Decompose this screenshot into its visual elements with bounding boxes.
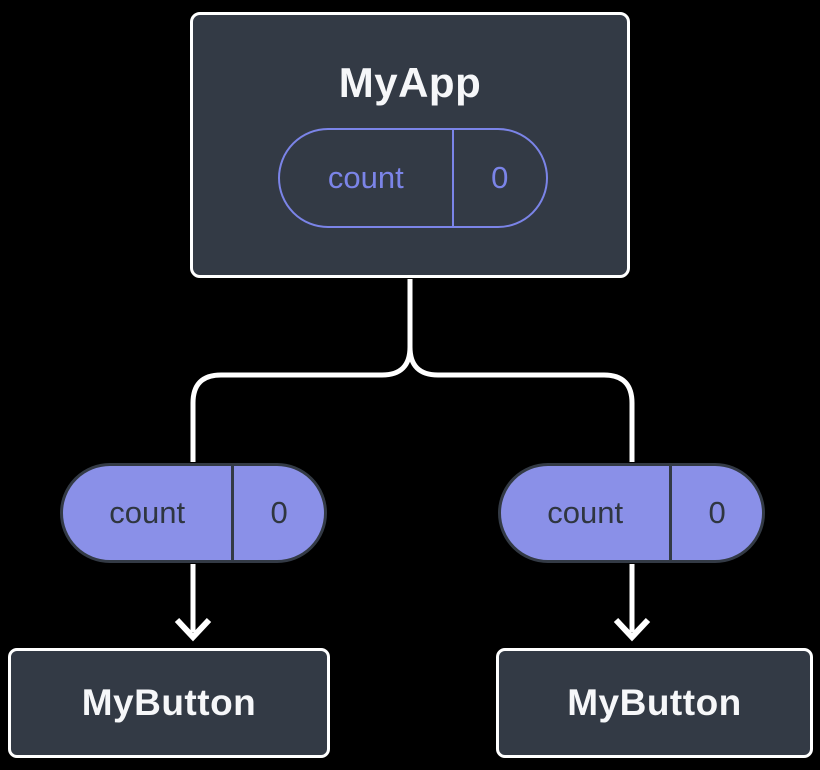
component-label: MyApp	[338, 59, 482, 106]
state-value: 0	[451, 130, 546, 226]
prop-name: count	[109, 495, 186, 530]
prop-pill-left: count 0	[60, 463, 327, 563]
component-node-mybutton-left: MyButton	[8, 648, 330, 758]
state-pill: count 0	[278, 128, 548, 228]
component-node-mybutton-right: MyButton	[496, 648, 813, 758]
component-label: MyButton	[81, 682, 257, 723]
prop-value: 0	[669, 466, 762, 560]
arrow-right-head-icon	[613, 617, 651, 642]
prop-name: count	[547, 495, 624, 530]
branch-left-line	[190, 346, 413, 462]
prop-value: 0	[231, 466, 324, 560]
arrow-left-head-icon	[174, 617, 212, 642]
component-label: MyButton	[567, 682, 742, 723]
component-node-myapp: MyApp count 0	[190, 12, 630, 278]
state-name: count	[327, 160, 404, 195]
prop-pill-right: count 0	[498, 463, 765, 563]
branch-right-line	[407, 346, 635, 462]
